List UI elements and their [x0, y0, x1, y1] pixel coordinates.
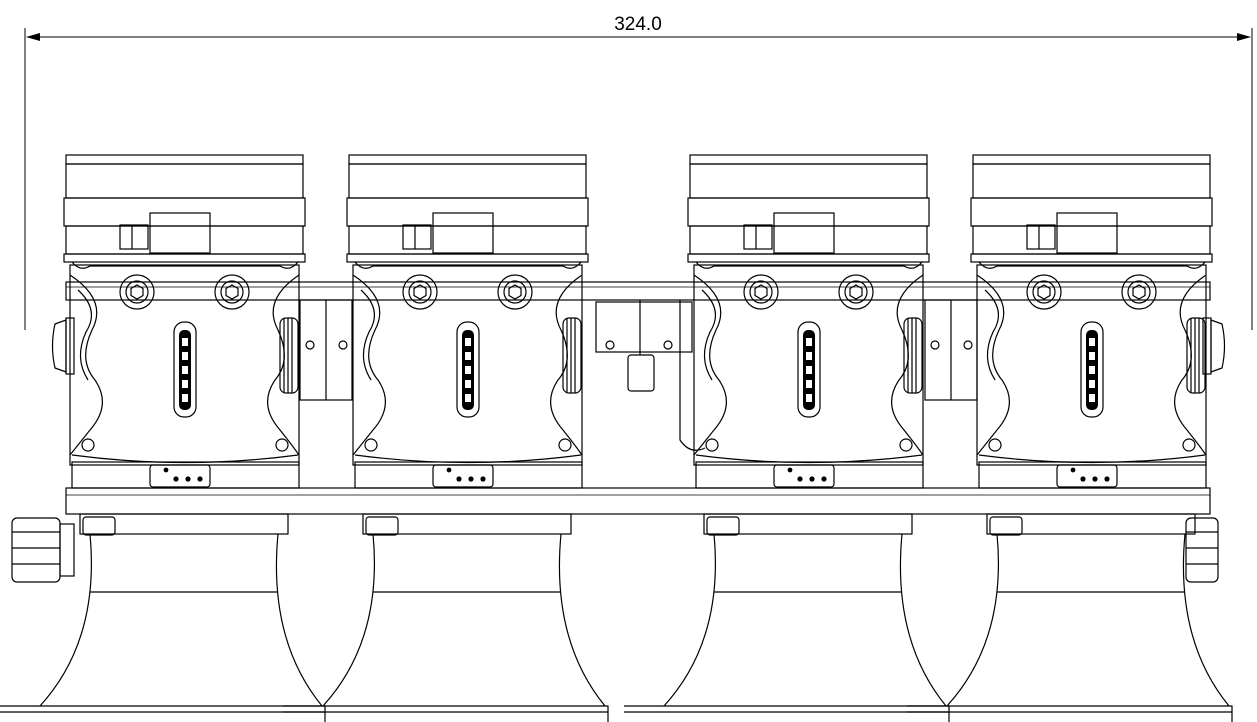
center-linkage — [595, 300, 706, 451]
right-inlet-fitting — [1202, 317, 1226, 375]
left-inlet-fitting — [51, 317, 75, 375]
dimension-value: 324.0 — [614, 14, 662, 35]
overall-dimension: 324.0 — [24, 14, 1253, 330]
common-rails — [65, 281, 1211, 515]
left-fuel-fitting — [11, 517, 75, 583]
linkage-3-4 — [924, 299, 978, 401]
throttle-body-2 — [282, 154, 609, 722]
right-fuel-fitting — [1185, 517, 1219, 583]
throttle-body-3 — [623, 154, 950, 722]
throttle-body-1 — [0, 154, 326, 722]
lower-mounting-rail — [65, 487, 1211, 515]
throttle-body-4 — [906, 154, 1233, 722]
upper-linkage-rail — [65, 281, 1211, 301]
linkage-1-2 — [299, 299, 353, 401]
